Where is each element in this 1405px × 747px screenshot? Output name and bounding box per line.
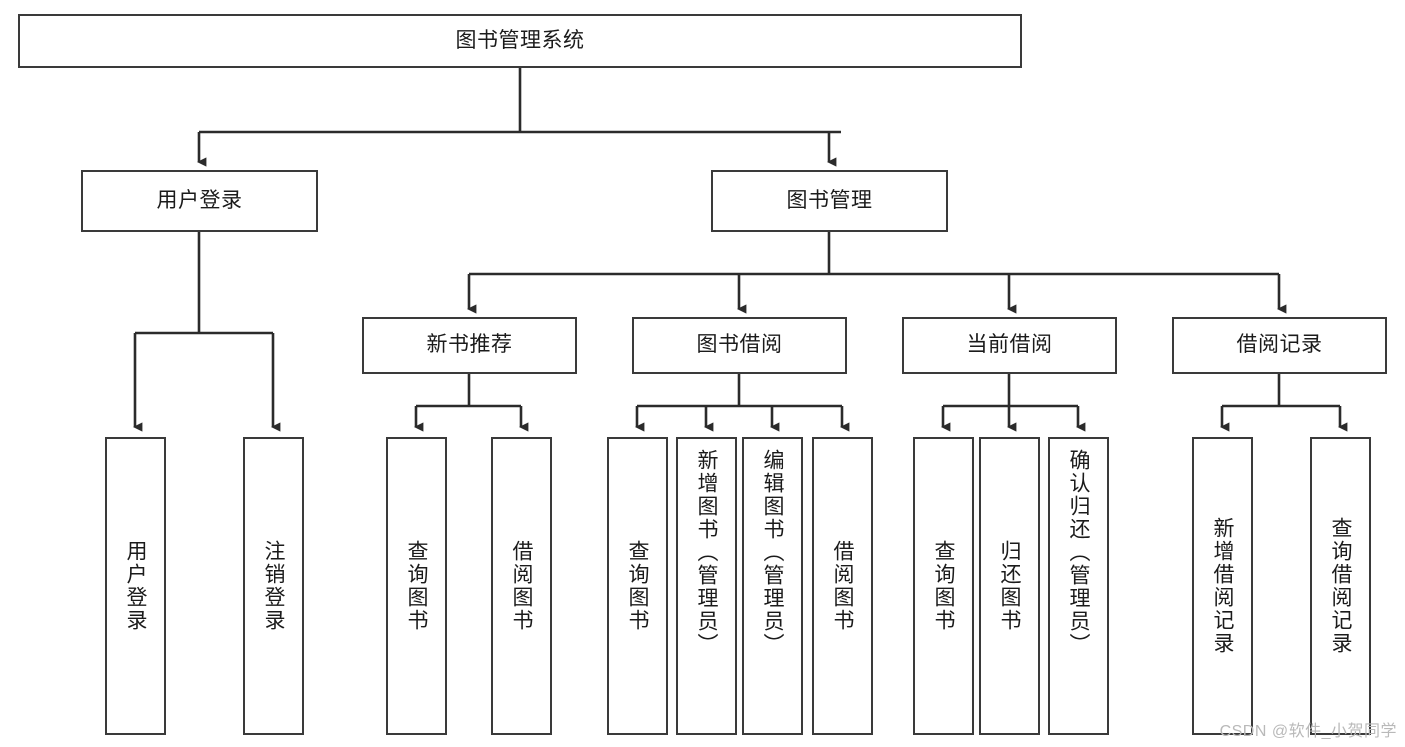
node-label: 归还图书 [998, 540, 1021, 632]
leaf-current-confirm-return-admin[interactable]: 确认归还（管理员） [1048, 437, 1109, 735]
csdn-watermark: CSDN @软件_小贺同学 [1219, 723, 1397, 740]
leaf-user-login-login[interactable]: 用户登录 [105, 437, 166, 735]
node-label: 借阅记录 [1236, 333, 1323, 357]
leaf-current-return-book[interactable]: 归还图书 [979, 437, 1040, 735]
node-label: 图书借阅 [696, 333, 783, 357]
node-label: 新书推荐 [426, 333, 513, 357]
leaf-borrow-edit-book-admin[interactable]: 编辑图书（管理员） [742, 437, 803, 735]
node-label: 查询借阅记录 [1329, 517, 1352, 655]
leaf-user-login-logout[interactable]: 注销登录 [243, 437, 304, 735]
node-label: 查询图书 [932, 540, 955, 632]
node-borrow-record[interactable]: 借阅记录 [1172, 317, 1387, 374]
node-label: 查询图书 [626, 540, 649, 632]
node-book-management[interactable]: 图书管理 [711, 170, 948, 232]
node-label: 用户登录 [156, 188, 243, 212]
node-label: 注销登录 [262, 540, 285, 632]
node-new-book-recommend[interactable]: 新书推荐 [362, 317, 577, 374]
node-current-borrow[interactable]: 当前借阅 [902, 317, 1117, 374]
leaf-record-query-record[interactable]: 查询借阅记录 [1310, 437, 1371, 735]
node-label: 用户登录 [124, 540, 147, 632]
node-label: 查询图书 [405, 540, 428, 632]
leaf-record-add-record[interactable]: 新增借阅记录 [1192, 437, 1253, 735]
node-label: 借阅图书 [510, 540, 533, 632]
node-label: 确认归还（管理员） [1067, 449, 1090, 656]
node-book-borrow[interactable]: 图书借阅 [632, 317, 847, 374]
node-user-login[interactable]: 用户登录 [81, 170, 318, 232]
node-label: 图书管理 [786, 188, 873, 212]
leaf-borrow-query-book[interactable]: 查询图书 [607, 437, 668, 735]
leaf-borrow-borrow-book[interactable]: 借阅图书 [812, 437, 873, 735]
node-label: 新增图书（管理员） [695, 449, 718, 656]
node-root-system[interactable]: 图书管理系统 [18, 14, 1022, 68]
node-label: 图书管理系统 [455, 28, 585, 52]
leaf-borrow-add-book-admin[interactable]: 新增图书（管理员） [676, 437, 737, 735]
node-label: 编辑图书（管理员） [761, 449, 784, 656]
node-label: 借阅图书 [831, 540, 854, 632]
leaf-current-query-book[interactable]: 查询图书 [913, 437, 974, 735]
node-label: 当前借阅 [966, 333, 1053, 357]
leaf-recommend-borrow-book[interactable]: 借阅图书 [491, 437, 552, 735]
leaf-recommend-query-book[interactable]: 查询图书 [386, 437, 447, 735]
node-label: 新增借阅记录 [1211, 517, 1234, 655]
